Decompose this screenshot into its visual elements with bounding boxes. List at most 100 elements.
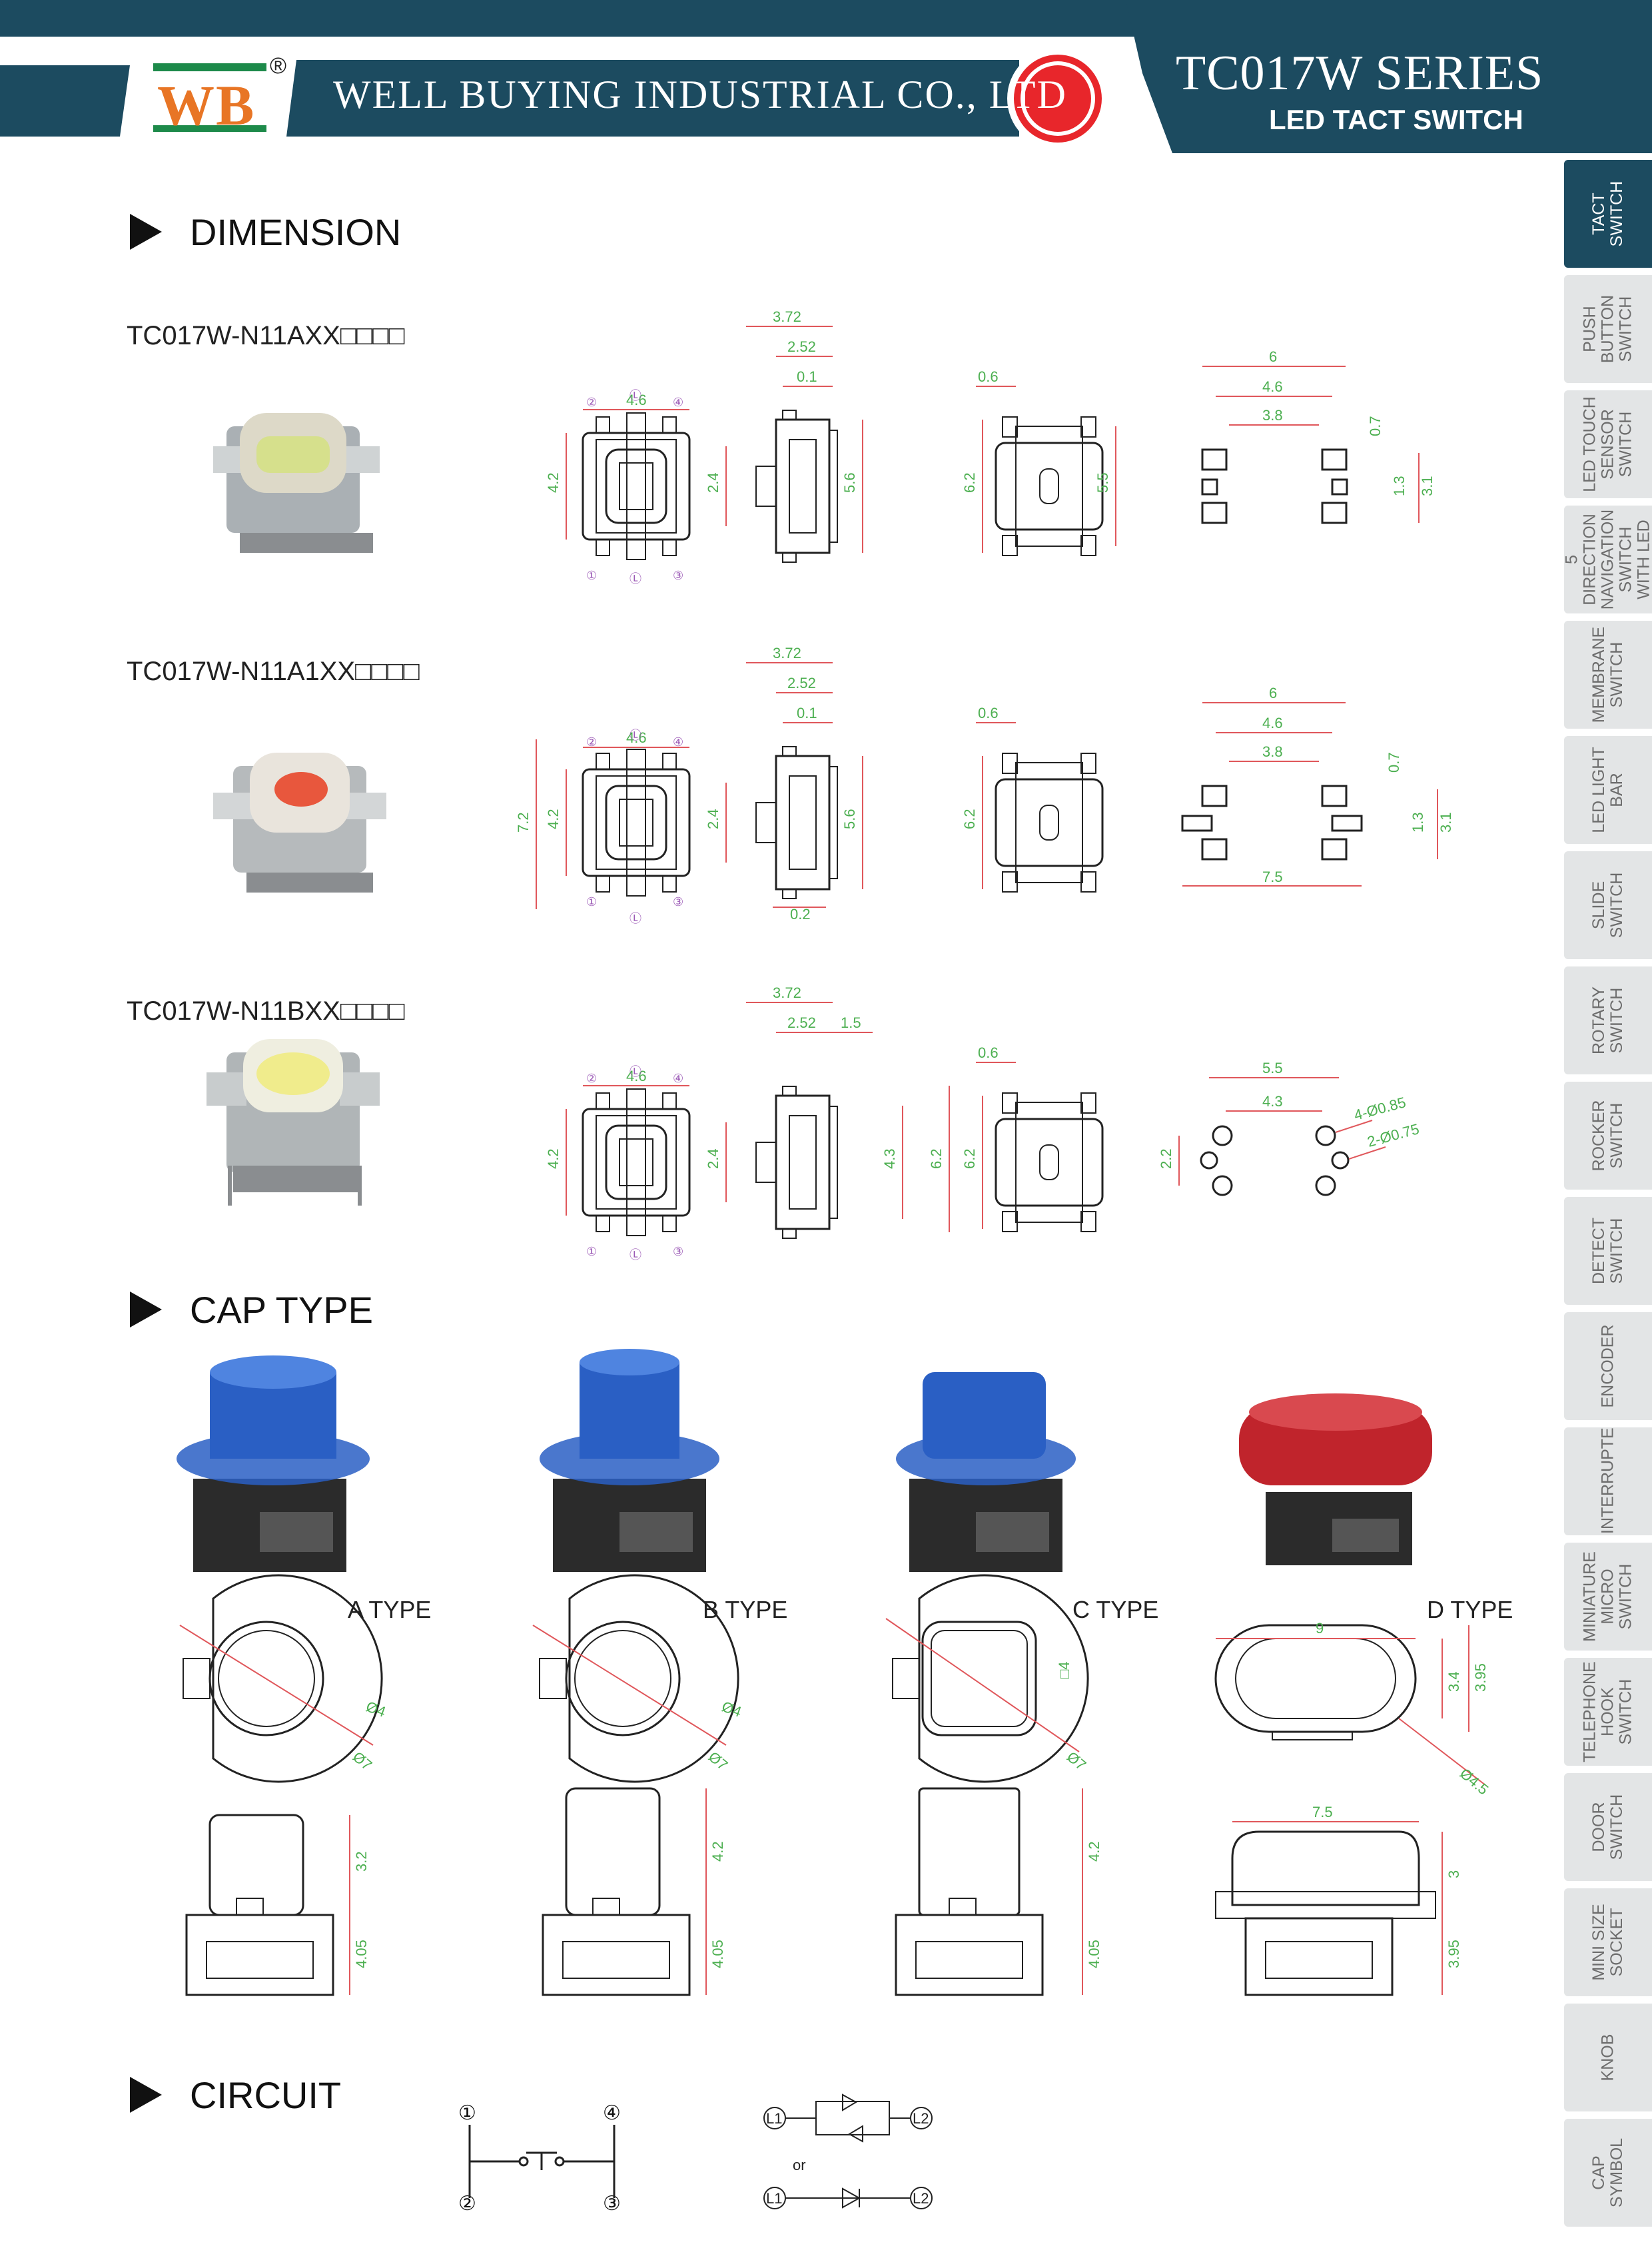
dim-label: 2.52 bbox=[787, 675, 816, 691]
dim-label: 2-Ø0.75 bbox=[1366, 1120, 1421, 1150]
tab-18[interactable]: CAP SYMBOL bbox=[1564, 2119, 1652, 2227]
led-circuit: L1 L2 or L1 L2 bbox=[763, 2093, 933, 2209]
tab-6[interactable]: LED LIGHT BAR bbox=[1564, 736, 1652, 844]
tab-1[interactable]: TACT SWITCH bbox=[1564, 160, 1652, 268]
tab-label: TACT SWITCH bbox=[1589, 181, 1626, 247]
dim-label: 5.5 bbox=[1262, 1060, 1283, 1076]
pin-label: Ⓛ bbox=[629, 572, 641, 585]
model-3-pad-layout: 5.5 4.3 2.2 4-Ø0.85 2-Ø0.75 bbox=[1158, 1060, 1421, 1196]
tab-4[interactable]: 5 DIRECTION NAVIGATION SWITCH WITH LED bbox=[1564, 506, 1652, 613]
pin-label: Ⓛ bbox=[629, 1248, 641, 1262]
dim-label: 3.4 bbox=[1446, 1671, 1462, 1692]
series-subtitle: LED TACT SWITCH bbox=[1269, 104, 1523, 135]
dim-label: 7.2 bbox=[515, 812, 532, 833]
tab-label: CAP SYMBOL bbox=[1589, 2137, 1626, 2208]
dim-label: 6.2 bbox=[961, 809, 978, 829]
pin-label: ② bbox=[586, 1072, 597, 1085]
section-title: CIRCUIT bbox=[190, 2073, 342, 2116]
tab-14[interactable]: TELEPHONE HOOK SWITCH bbox=[1564, 1658, 1652, 1766]
dim-label: 6.2 bbox=[928, 1148, 945, 1169]
pin-label: Ⓛ bbox=[629, 729, 641, 742]
cap-b-photo bbox=[540, 1349, 719, 1572]
tab-8[interactable]: ROTARY SWITCH bbox=[1564, 966, 1652, 1074]
tab-13[interactable]: MINIATURE MICRO SWITCH bbox=[1564, 1543, 1652, 1651]
dim-label: 0.2 bbox=[790, 906, 811, 923]
circuit-pin-label: ① bbox=[458, 2102, 476, 2124]
pin-label: ① bbox=[586, 895, 597, 909]
dim-label: 2.4 bbox=[705, 809, 721, 829]
pin-label: ② bbox=[586, 396, 597, 409]
cap-a-top-view: Ø4 Ø7 bbox=[179, 1574, 388, 1783]
tab-label: 5 DIRECTION NAVIGATION SWITCH WITH LED bbox=[1564, 509, 1652, 610]
company-logo: WB bbox=[157, 73, 256, 137]
dim-label: 3.1 bbox=[1419, 476, 1436, 496]
dim-label: 3.95 bbox=[1472, 1663, 1489, 1692]
dim-label: 0.1 bbox=[797, 705, 817, 721]
triangle-bullet-icon bbox=[130, 1292, 162, 1327]
tab-17[interactable]: KNOB bbox=[1564, 2004, 1652, 2111]
pin-label: ③ bbox=[673, 569, 683, 582]
tab-12[interactable]: INTERRUPTER bbox=[1564, 1427, 1652, 1535]
dim-label: 4.2 bbox=[545, 472, 562, 493]
dim-label: 3.8 bbox=[1262, 743, 1283, 760]
tab-3[interactable]: LED TOUCH SENSOR SWITCH bbox=[1564, 390, 1652, 498]
model-1-dimensions: 4.6 4.2 3.72 2.52 0.1 2.4 5.6 0.6 6.2 5.… bbox=[545, 308, 1116, 585]
dim-label: Ø4 bbox=[364, 1698, 388, 1720]
tab-16[interactable]: MINI SIZE SOCKET bbox=[1564, 1888, 1652, 1996]
dim-label: 4.05 bbox=[1086, 1940, 1102, 1968]
cap-drawings: Ø4 Ø7 Ø4 Ø7 □4 Ø7 9 3.4 3.95 Ø4.5 bbox=[177, 1349, 1491, 1996]
tab-5[interactable]: MEMBRANE SWITCH bbox=[1564, 621, 1652, 729]
dim-label: 4.2 bbox=[709, 1841, 726, 1862]
cap-c-side-view: 4.2 4.05 bbox=[895, 1787, 1102, 1996]
model-2-pad-layout: 6 4.6 3.8 7.5 0.7 1.3 3.1 bbox=[1181, 685, 1454, 887]
triangle-bullet-icon bbox=[130, 214, 162, 250]
tab-15[interactable]: DOOR SWITCH bbox=[1564, 1773, 1652, 1881]
dim-label: 4-Ø0.85 bbox=[1352, 1094, 1408, 1124]
dim-label: 2.4 bbox=[705, 1148, 721, 1169]
dim-label: 4.2 bbox=[545, 1148, 562, 1169]
cap-d-photo bbox=[1239, 1393, 1432, 1565]
series-title: TC017W SERIES bbox=[1176, 46, 1544, 101]
cap-c-photo bbox=[896, 1372, 1076, 1572]
cap-b-side-view: 4.2 4.05 bbox=[542, 1787, 726, 1996]
tab-2[interactable]: PUSH BUTTON SWITCH bbox=[1564, 275, 1652, 383]
dim-label: 4.6 bbox=[1262, 378, 1283, 395]
section-circuit: CIRCUIT bbox=[130, 2073, 342, 2116]
dim-label: 6 bbox=[1269, 685, 1277, 701]
dim-label: 3.95 bbox=[1446, 1940, 1462, 1968]
model-3-dimensions: 4.6 4.2 3.72 2.52 1.5 2.4 4.3 6.2 0.6 6.… bbox=[545, 984, 1016, 1262]
led-pin-label: L2 bbox=[913, 2190, 929, 2207]
header-band bbox=[0, 0, 1652, 153]
tab-label: DOOR SWITCH bbox=[1589, 1794, 1626, 1860]
dim-label: 3.2 bbox=[353, 1851, 370, 1872]
model-code-3: TC017W-N11BXX□□□□ bbox=[127, 996, 405, 1026]
dim-label: 5.5 bbox=[1094, 472, 1111, 493]
dim-label: 4.6 bbox=[1262, 715, 1283, 731]
dim-label: 0.7 bbox=[1386, 752, 1402, 773]
cap-a-side-view: 3.2 4.05 bbox=[185, 1814, 370, 1996]
dim-label: 6 bbox=[1269, 348, 1277, 365]
dim-label: 2.4 bbox=[705, 472, 721, 493]
dim-label: 0.6 bbox=[978, 368, 999, 385]
tab-11[interactable]: ENCODER bbox=[1564, 1312, 1652, 1420]
tab-label: MINIATURE MICRO SWITCH bbox=[1580, 1551, 1635, 1642]
pin-label: ② bbox=[586, 735, 597, 749]
dim-label: 5.6 bbox=[841, 809, 858, 829]
dim-label: 1.3 bbox=[1391, 476, 1408, 496]
tab-10[interactable]: DETECT SWITCH bbox=[1564, 1197, 1652, 1305]
tab-label: ENCODER bbox=[1598, 1324, 1617, 1408]
dim-label: 3.72 bbox=[773, 984, 801, 1001]
dim-label: 4.3 bbox=[881, 1148, 898, 1169]
dim-label: Ø4 bbox=[719, 1698, 743, 1720]
dim-label: 4.3 bbox=[1262, 1093, 1283, 1110]
cap-type-b-label: B TYPE bbox=[703, 1596, 788, 1623]
tab-7[interactable]: SLIDE SWITCH bbox=[1564, 851, 1652, 959]
model-code-1: TC017W-N11AXX□□□□ bbox=[127, 321, 405, 350]
tab-label: SLIDE SWITCH bbox=[1589, 872, 1626, 939]
dim-label: 9 bbox=[1316, 1620, 1324, 1637]
pin-label: Ⓛ bbox=[629, 1065, 641, 1078]
dim-label: Ø7 bbox=[705, 1748, 731, 1774]
tab-9[interactable]: ROCKER SWITCH bbox=[1564, 1082, 1652, 1190]
dim-label: 7.5 bbox=[1262, 869, 1283, 885]
dim-label: Ø7 bbox=[350, 1748, 376, 1774]
